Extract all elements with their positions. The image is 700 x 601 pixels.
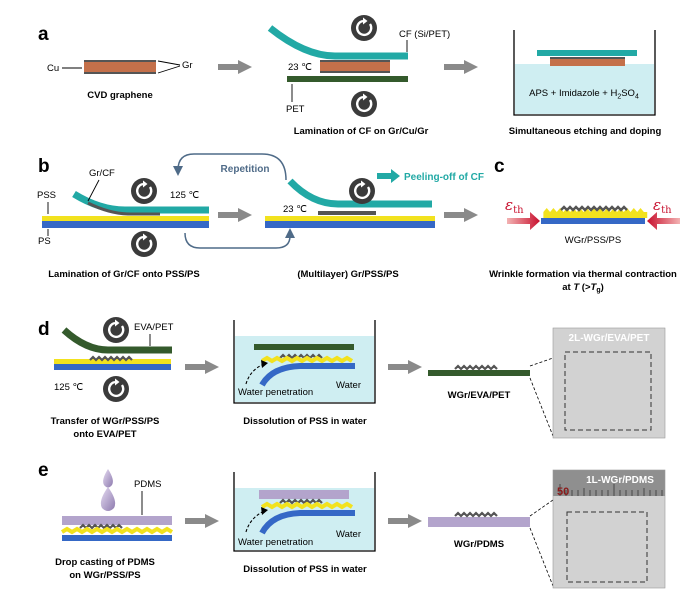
process-arrow-icon xyxy=(185,514,219,528)
bottom-roller-icon xyxy=(350,90,378,118)
multilayer-stack-b2 xyxy=(265,178,435,228)
caption-wrinkle-line2: at T (>Tg) xyxy=(562,282,604,294)
caption-dissolution-d: Dissolution of PSS in water xyxy=(243,416,367,427)
process-arrow-icon xyxy=(388,514,422,528)
peeling-label: Peeling-off of CF xyxy=(404,172,484,183)
caption-transfer-line2: onto EVA/PET xyxy=(73,429,136,440)
wgr-pss-ps-label: WGr/PSS/PS xyxy=(565,235,621,246)
gr-cf-label: Gr/CF xyxy=(89,168,115,179)
lamination-stack-b1 xyxy=(42,191,209,228)
process-arrow-icon xyxy=(444,60,478,74)
repetition-label: Repetition xyxy=(221,164,270,175)
pdms-label: PDMS xyxy=(134,479,161,490)
process-arrow-icon xyxy=(444,208,478,222)
caption-dissolution-e: Dissolution of PSS in water xyxy=(243,564,367,575)
top-roller-icon xyxy=(102,316,130,344)
peeling-arrow-icon xyxy=(377,169,400,183)
panel-d: d EVA/PET 125 ℃ Transfer of WGr/PSS/PS o… xyxy=(38,316,666,440)
caption-multilayer: (Multilayer) Gr/PSS/PS xyxy=(297,269,398,280)
etchant-solution-label: APS + Imidazole + H2SO4 xyxy=(529,88,639,101)
water-penetration-label-e: Water penetration xyxy=(238,537,313,548)
bottom-roller-icon xyxy=(102,375,130,403)
water-label-d: Water xyxy=(336,380,361,391)
temp-label-d: 125 ℃ xyxy=(54,382,83,393)
strain-label-left: εth xyxy=(505,196,524,216)
panel-label-e: e xyxy=(38,460,49,481)
panel-b: b Gr/CF PSS PS 125 ℃ Lamination of Gr/CF… xyxy=(37,153,484,280)
caption-wrinkle-line1: Wrinkle formation via thermal contractio… xyxy=(489,269,677,280)
water-label-e: Water xyxy=(336,529,361,540)
ruler-number: 50 xyxy=(557,486,569,498)
caption-lamination-cf: Lamination of CF on Gr/Cu/Gr xyxy=(294,126,429,137)
dissolution-bath-e xyxy=(233,472,376,552)
transfer-stack-d xyxy=(54,327,172,370)
strain-label-right: εth xyxy=(653,196,672,216)
lamination-stack-a xyxy=(267,25,408,82)
panel-a: a Cu Gr CVD graphene CF (Si/PET) 23 ℃ PE… xyxy=(38,14,662,137)
wgr-eva-pet-product xyxy=(428,364,530,376)
top-roller-icon xyxy=(348,177,376,205)
water-droplet-icon xyxy=(103,469,113,488)
cf-label: CF (Si/PET) xyxy=(399,29,450,40)
panel-label-d: d xyxy=(38,319,50,340)
panel-label-b: b xyxy=(38,156,50,177)
gr-label: Gr xyxy=(182,60,193,71)
drop-cast-stack-e xyxy=(60,516,174,541)
photo-label-d: 2L-WGr/EVA/PET xyxy=(569,333,650,344)
caption-transfer-line1: Transfer of WGr/PSS/PS xyxy=(51,416,160,427)
top-roller-icon xyxy=(130,177,158,205)
panel-c: c εth εth WGr/PSS/PS Wrinkle formation v… xyxy=(489,156,680,294)
temp-label-a: 23 ℃ xyxy=(288,62,312,73)
ps-label: PS xyxy=(38,236,51,247)
process-arrow-icon xyxy=(388,360,422,374)
panel-label-c: c xyxy=(494,156,505,177)
temp-label-b2: 23 ℃ xyxy=(283,204,307,215)
process-arrow-icon xyxy=(218,60,252,74)
caption-drop-casting-line1: Drop casting of PDMS xyxy=(55,557,155,568)
caption-lamination-gr-cf: Lamination of Gr/CF onto PSS/PS xyxy=(48,269,199,280)
photo-1l-wgr-pdms xyxy=(552,469,666,589)
water-droplet-icon xyxy=(100,487,116,511)
caption-drop-casting-line2: on WGr/PSS/PS xyxy=(69,570,140,581)
wgr-pdms-label: WGr/PDMS xyxy=(454,539,504,550)
temp-label-b1: 125 ℃ xyxy=(170,190,199,201)
process-arrow-icon xyxy=(185,360,219,374)
wrinkled-stack-c xyxy=(541,205,648,224)
water-penetration-label-d: Water penetration xyxy=(238,387,313,398)
top-roller-icon xyxy=(350,14,378,42)
process-arrow-icon xyxy=(218,208,252,222)
pet-label: PET xyxy=(286,104,305,115)
photo-2l-wgr-eva-pet xyxy=(552,327,666,439)
wgr-eva-pet-label: WGr/EVA/PET xyxy=(448,390,511,401)
dissolution-bath-d xyxy=(233,320,376,404)
panel-label-a: a xyxy=(38,24,49,45)
pss-label: PSS xyxy=(37,190,56,201)
wgr-pdms-product xyxy=(428,511,530,527)
pdms-droplets xyxy=(100,469,116,511)
thermal-contraction-arrow-icon xyxy=(647,212,680,230)
thermal-contraction-arrow-icon xyxy=(507,212,540,230)
panel-e: e PDMS Drop casting of PDMS on WGr/PSS/P… xyxy=(38,460,666,589)
bottom-roller-icon xyxy=(130,230,158,258)
caption-cvd-graphene: CVD graphene xyxy=(87,90,152,101)
cvd-graphene-stack xyxy=(84,60,156,74)
repetition-loop xyxy=(173,153,295,249)
etching-bath xyxy=(513,30,656,116)
caption-etching-doping: Simultaneous etching and doping xyxy=(509,126,662,137)
photo-label-e: 1L-WGr/PDMS xyxy=(586,475,654,486)
eva-pet-label: EVA/PET xyxy=(134,322,174,333)
cu-label: Cu xyxy=(47,63,59,74)
